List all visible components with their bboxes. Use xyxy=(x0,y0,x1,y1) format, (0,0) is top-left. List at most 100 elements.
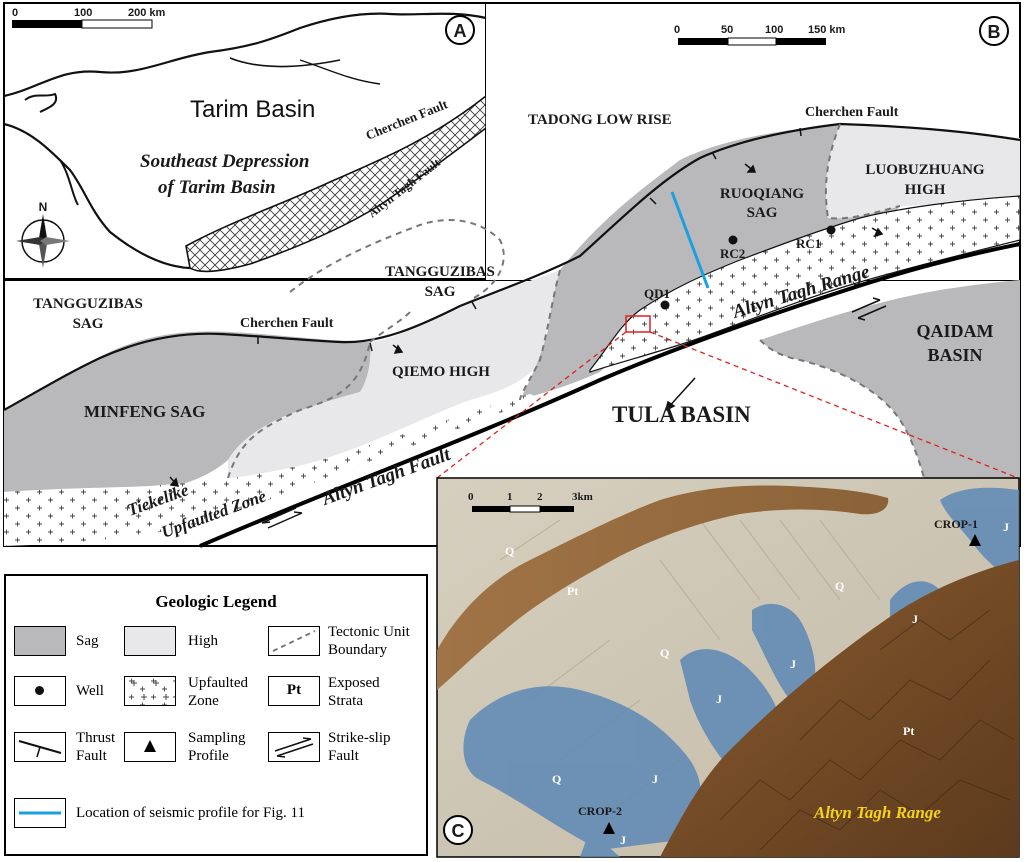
legend-exposed-label-1: Exposed xyxy=(328,675,380,691)
cherchen-fault-left-label: Cherchen Fault xyxy=(240,316,334,331)
qaidam-label-2: BASIN xyxy=(927,345,982,365)
panel-b-badge-text: B xyxy=(988,22,1001,42)
panel-c-satellite-inset xyxy=(436,477,1020,858)
thrust-fault-ticks xyxy=(257,127,802,352)
seismic-profile-line xyxy=(670,191,710,289)
tarim-basin-label: Tarim Basin xyxy=(190,96,315,123)
ruoqiang-sag-area xyxy=(520,124,900,400)
well-rc1 xyxy=(826,225,836,235)
southeast-depression-area xyxy=(185,94,487,273)
crop-1-label: CROP-1 xyxy=(934,517,978,531)
legend-seismic-swatch xyxy=(14,798,66,828)
legend-upfaulted-swatch xyxy=(124,676,176,706)
qaidam-label-1: QAIDAM xyxy=(917,321,994,341)
legend-sag-swatch xyxy=(14,626,66,656)
legend-strike-slip-label-1: Strike-slip xyxy=(328,730,391,746)
scale-bar-b xyxy=(678,37,826,46)
scale-bar-c xyxy=(472,505,574,513)
well-rc2 xyxy=(728,235,738,245)
minfeng-label: MINFENG SAG xyxy=(84,402,205,421)
legend-seismic-label: Location of seismic profile for Fig. 11 xyxy=(76,805,305,821)
legend-well-label: Well xyxy=(76,683,104,699)
tangguzibas-left-label-2: SAG xyxy=(73,316,104,332)
altyn-range-label-c: Altyn Tagh Range xyxy=(813,803,941,822)
altyn-tagh-fault-line xyxy=(199,242,1021,548)
legend-exposed-label-2: Strata xyxy=(328,693,363,709)
legend-high-label: High xyxy=(188,633,218,649)
altyn-upfaulted-zone xyxy=(589,195,1021,373)
legend-sampling-label-1: Sampling xyxy=(188,730,246,746)
strata-j-2: J xyxy=(912,612,918,626)
legend-boundary-swatch xyxy=(268,626,320,656)
rc1-label: RC1 xyxy=(796,236,821,251)
scale-b-150: 150 km xyxy=(808,24,846,36)
panel-c-badge-text: C xyxy=(452,821,465,841)
ruoqiang-label-2: SAG xyxy=(747,205,778,221)
legend-title: Geologic Legend xyxy=(155,592,277,611)
panel-c-badge xyxy=(443,815,473,845)
ruoqiang-label-1: RUOQIANG xyxy=(720,186,805,202)
legend-thrust-swatch xyxy=(14,732,66,762)
scale-c-1: 1 xyxy=(507,491,513,503)
strata-j-5: J xyxy=(652,772,658,786)
cherchen-fault-top-label: Cherchen Fault xyxy=(805,105,899,120)
scale-c-3km: 3km xyxy=(572,491,593,503)
cherchen-fault-line xyxy=(3,122,1021,411)
altyn-tagh-mountains xyxy=(660,560,1019,857)
legend-upfaulted-label-2: Zone xyxy=(188,693,219,709)
north-arrow-icon xyxy=(16,214,70,268)
well-qd1 xyxy=(660,300,670,310)
strata-q-2: Q xyxy=(835,579,844,593)
geologic-legend: Geologic Legend Sag High Tectonic Unit B… xyxy=(4,574,428,856)
legend-high-swatch xyxy=(124,626,176,656)
triangle-icon xyxy=(144,740,156,752)
scale-c-2: 2 xyxy=(537,491,543,503)
depression-label-1: Southeast Depression xyxy=(140,151,309,172)
north-label: N xyxy=(39,200,48,214)
legend-sampling-label-2: Profile xyxy=(188,748,229,764)
legend-strike-slip-swatch xyxy=(268,732,320,762)
strata-j-6: J xyxy=(620,833,626,847)
well-icon xyxy=(35,686,44,695)
scale-c-0: 0 xyxy=(468,491,474,503)
legend-thrust-label-2: Fault xyxy=(76,748,107,764)
scale-a-200: 200 km xyxy=(128,7,166,19)
legend-strike-slip-label-2: Fault xyxy=(328,748,359,764)
luobuzhuang-label-1: LUOBUZHUANG xyxy=(865,162,985,178)
depression-label-2: of Tarim Basin xyxy=(158,177,276,198)
movement-arrows xyxy=(169,163,884,487)
scale-a-0: 0 xyxy=(12,7,18,19)
tangguzibas-left-label-1: TANGGUZIBAS xyxy=(33,296,143,312)
panel-a-index-map xyxy=(3,2,487,280)
tula-label: TULA BASIN xyxy=(612,402,751,427)
strata-j-3: J xyxy=(790,657,796,671)
crop-1-sampling-marker xyxy=(969,534,981,546)
legend-well-swatch xyxy=(14,676,66,706)
tangguzibas-mid-label-1: TANGGUZIBAS xyxy=(385,264,495,280)
scale-b-0: 0 xyxy=(674,24,680,36)
proterozoic-band-north xyxy=(437,485,889,690)
strata-j-1: J xyxy=(1003,520,1009,534)
minfeng-sag-area xyxy=(4,331,371,492)
rc2-label: RC2 xyxy=(720,246,745,261)
tiekelike-upfaulted-zone xyxy=(4,394,540,546)
qd1-label: QD1 xyxy=(644,286,670,301)
strata-q-4: Q xyxy=(552,772,561,786)
strata-pt-2: Pt xyxy=(903,724,914,738)
strata-q-3: Q xyxy=(660,646,669,660)
strata-pt-1: Pt xyxy=(567,584,578,598)
strike-slip-icon xyxy=(261,297,887,529)
qiemo-high-area xyxy=(228,270,560,478)
luobuzhuang-high-area xyxy=(825,124,1020,219)
scale-bar-a xyxy=(12,19,153,29)
legend-sag-label: Sag xyxy=(76,633,99,649)
scale-b-100: 100 xyxy=(765,24,783,36)
scale-b-50: 50 xyxy=(721,24,733,36)
legend-upfaulted-label-1: Upfaulted xyxy=(188,675,248,691)
legend-boundary-label-2: Boundary xyxy=(328,642,388,658)
inset-location-box xyxy=(625,315,651,333)
strata-q-1: Q xyxy=(505,544,514,558)
legend-sampling-swatch xyxy=(124,732,176,762)
legend-exposed-swatch: Pt xyxy=(268,676,320,706)
